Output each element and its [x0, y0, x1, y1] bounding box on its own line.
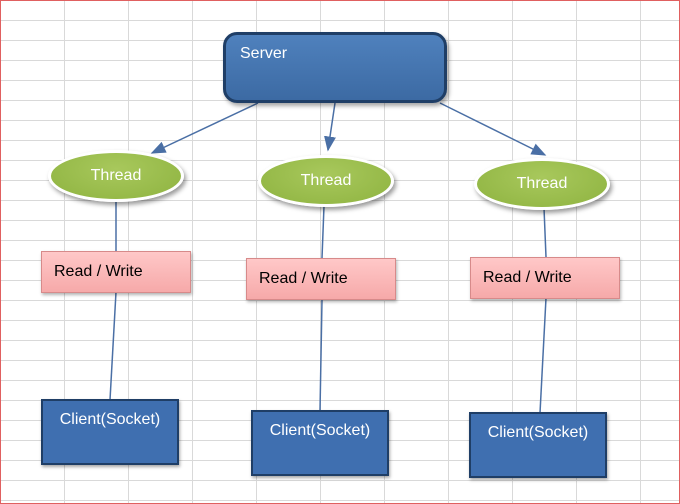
thread-label-2: Thread [300, 172, 352, 189]
read-write-2-to-client-2-line [319, 299, 323, 412]
server-node: Server [223, 32, 447, 103]
server-to-thread-2-arrow [324, 102, 336, 152]
thread-3-to-read-write-3-line [543, 207, 547, 258]
read-write-1-to-client-1-line [109, 291, 117, 401]
client-socket-label-1: Client(Socket) [59, 411, 161, 428]
read-write-node-2: Read / Write [246, 258, 396, 300]
read-write-node-3: Read / Write [470, 257, 620, 299]
read-write-label-1: Read / Write [54, 263, 143, 280]
client-socket-node-2: Client(Socket) [251, 410, 389, 476]
read-write-3-to-client-3-line [539, 297, 547, 414]
read-write-node-1: Read / Write [41, 251, 191, 293]
server-label: Server [240, 45, 288, 62]
thread-label-3: Thread [516, 175, 568, 192]
client-socket-node-3: Client(Socket) [469, 412, 607, 478]
thread-label-1: Thread [90, 167, 142, 184]
client-socket-label-2: Client(Socket) [269, 422, 371, 439]
client-socket-label-3: Client(Socket) [487, 424, 589, 441]
server-to-thread-3-arrow [439, 102, 547, 156]
server-to-thread-1-arrow [150, 102, 259, 154]
thread-node-2: Thread [258, 155, 394, 207]
thread-2-to-read-write-2-line [321, 205, 325, 259]
read-write-label-3: Read / Write [483, 269, 572, 286]
read-write-label-2: Read / Write [259, 270, 348, 287]
client-socket-node-1: Client(Socket) [41, 399, 179, 465]
thread-node-1: Thread [48, 150, 184, 202]
thread-node-3: Thread [474, 158, 610, 210]
